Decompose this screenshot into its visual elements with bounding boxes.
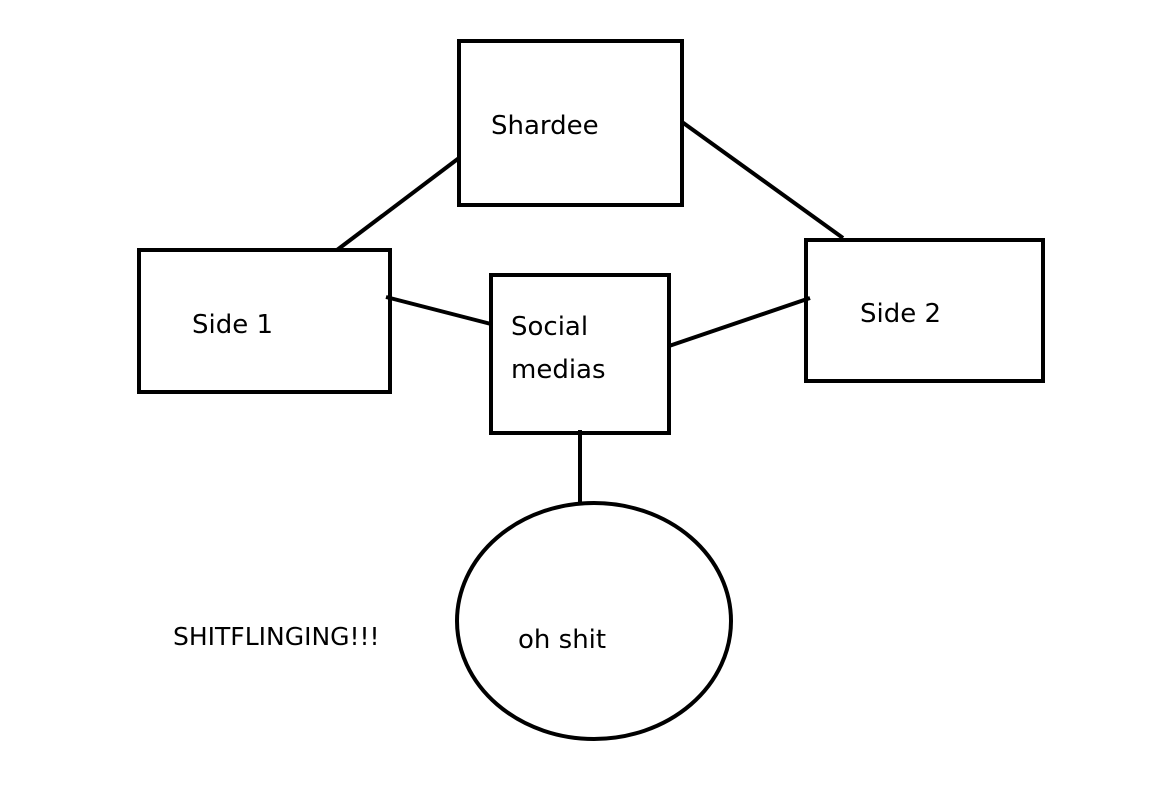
side2-box (804, 238, 1045, 383)
oh-shit-label: oh shit (518, 625, 607, 655)
shardee-label: Shardee (491, 111, 599, 141)
oh-shit-ellipse (455, 501, 733, 741)
connector-shardee-side2 (680, 120, 845, 240)
side1-box (137, 248, 392, 394)
social-medias-label-line1: Social (511, 312, 589, 342)
side1-label: Side 1 (192, 310, 274, 340)
shitflinging-annotation: SHITFLINGING!!! (173, 622, 380, 651)
social-medias-label-line2: medias (511, 355, 606, 385)
connector-social-side2 (668, 296, 811, 348)
connector-shardee-side1 (335, 156, 461, 252)
side2-label: Side 2 (860, 299, 942, 329)
connector-side1-social (385, 295, 492, 326)
